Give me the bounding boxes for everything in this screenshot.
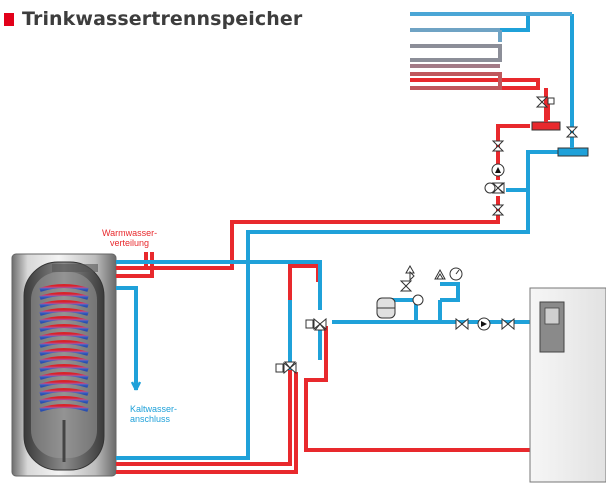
brand-square-icon <box>4 12 14 26</box>
manifold-cold-icon <box>557 147 589 157</box>
cold-inlet-icon <box>130 381 142 391</box>
label-warmwater-line1: Warmwasser- <box>102 228 157 238</box>
three-way-valve-icon <box>275 181 505 375</box>
safety-valve-icon <box>405 264 446 282</box>
valve-icon <box>399 96 579 331</box>
manifold-hot-icon <box>531 121 561 131</box>
label-coldwater-line1: Kaltwasser- <box>130 404 177 414</box>
expansion-vessel-icon <box>376 297 396 319</box>
boiler-icon <box>529 287 606 483</box>
radiator-icon <box>410 12 572 90</box>
storage-tank <box>11 253 117 477</box>
label-coldwater-line2: anschluss <box>130 414 171 424</box>
pump-icon <box>477 163 505 331</box>
hot-water-pipes <box>116 78 550 474</box>
page-header: Trinkwassertrennspeicher <box>0 6 302 32</box>
pressure-gauge-icon <box>412 267 463 306</box>
page-title: Trinkwassertrennspeicher <box>22 8 303 30</box>
heating-coil-icon <box>39 284 89 412</box>
label-warmwater-line2: verteilung <box>110 238 149 248</box>
